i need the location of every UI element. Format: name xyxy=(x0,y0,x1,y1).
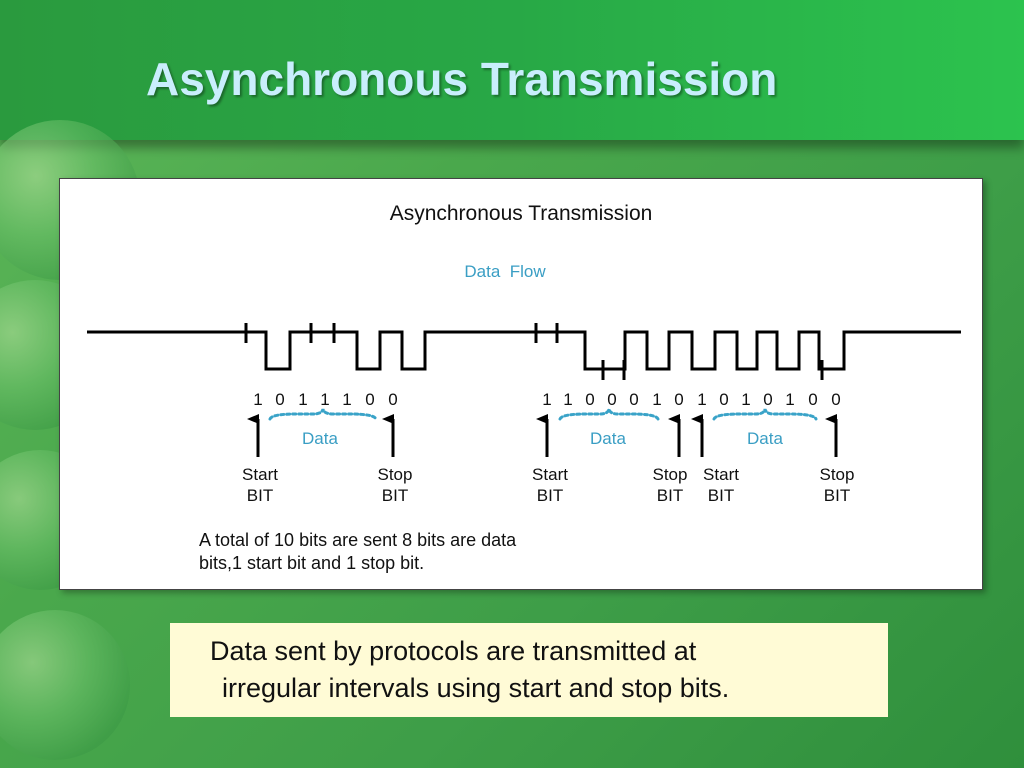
stop-bit-label: BIT xyxy=(657,486,683,505)
signal-waveform xyxy=(87,330,961,371)
data-brace xyxy=(558,408,660,421)
caption-box: Data sent by protocols are transmitted a… xyxy=(170,623,888,717)
data-labels: Data Data Data xyxy=(302,429,783,448)
bit-value: 1 xyxy=(741,390,750,409)
diagram-panel: Asynchronous Transmission Data Flow 1 0 … xyxy=(59,178,983,590)
bit-value: 1 xyxy=(697,390,706,409)
start-bit-label: Start xyxy=(242,465,278,484)
stop-bit-label: BIT xyxy=(824,486,850,505)
bit-sequence-3: 1 0 1 0 1 0 0 xyxy=(697,390,840,409)
bit-value: 0 xyxy=(674,390,683,409)
data-label: Data xyxy=(590,429,626,448)
header-band xyxy=(0,0,1024,140)
start-bit-label: Start xyxy=(703,465,739,484)
figure-note-line-1: A total of 10 bits are sent 8 bits are d… xyxy=(199,530,517,550)
bit-value: 1 xyxy=(542,390,551,409)
figure-note-line-2: bits,1 start bit and 1 stop bit. xyxy=(199,553,424,573)
bit-value: 0 xyxy=(629,390,638,409)
bit-value: 0 xyxy=(275,390,284,409)
bit-sequence-2: 1 1 0 0 0 1 0 xyxy=(542,390,683,409)
start-bit-label: BIT xyxy=(247,486,273,505)
bit-value: 1 xyxy=(253,390,262,409)
marker-arrows xyxy=(247,414,838,457)
start-bit-label: BIT xyxy=(537,486,563,505)
bit-value: 0 xyxy=(831,390,840,409)
bit-value: 0 xyxy=(585,390,594,409)
start-bit-label: BIT xyxy=(708,486,734,505)
stop-bit-label: Stop xyxy=(653,465,688,484)
start-bit-label: Start xyxy=(532,465,568,484)
globe-decoration xyxy=(0,610,130,760)
bit-value: 1 xyxy=(298,390,307,409)
bit-value: 1 xyxy=(563,390,572,409)
stop-bit-label: Stop xyxy=(820,465,855,484)
data-flow-label: Data Flow xyxy=(464,262,546,281)
caption-line-2: irregular intervals using start and stop… xyxy=(222,673,730,703)
bit-value: 0 xyxy=(365,390,374,409)
data-braces xyxy=(268,408,818,421)
bit-value: 1 xyxy=(320,390,329,409)
clock-ticks xyxy=(244,323,824,380)
bit-value: 0 xyxy=(388,390,397,409)
async-transmission-diagram: Asynchronous Transmission Data Flow 1 0 … xyxy=(87,202,961,573)
bit-value: 1 xyxy=(342,390,351,409)
data-brace xyxy=(268,408,378,421)
caption-line-1: Data sent by protocols are transmitted a… xyxy=(210,636,697,666)
stop-bit-label: Stop xyxy=(378,465,413,484)
data-brace xyxy=(712,408,818,421)
bit-value: 0 xyxy=(607,390,616,409)
stop-bit-label: BIT xyxy=(382,486,408,505)
data-label: Data xyxy=(747,429,783,448)
marker-labels: Start BIT Stop BIT Start BIT Stop BIT St… xyxy=(242,465,854,505)
slide-title: Asynchronous Transmission xyxy=(146,53,778,105)
data-label: Data xyxy=(302,429,338,448)
bit-value: 1 xyxy=(785,390,794,409)
bit-value: 0 xyxy=(763,390,772,409)
figure-title: Asynchronous Transmission xyxy=(390,202,653,225)
bit-value: 1 xyxy=(652,390,661,409)
bit-value: 0 xyxy=(808,390,817,409)
bit-sequence-1: 1 0 1 1 1 0 0 xyxy=(253,390,397,409)
bit-value: 0 xyxy=(719,390,728,409)
